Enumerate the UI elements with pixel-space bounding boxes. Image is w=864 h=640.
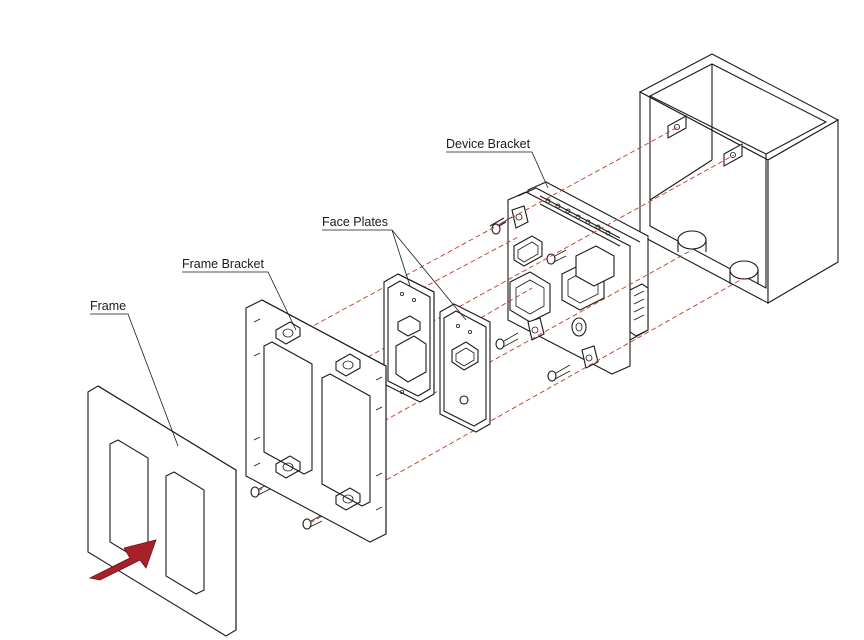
screw-icon [547,364,571,382]
device-bracket-label: Device Bracket [446,137,531,151]
hdmi-port [513,235,543,267]
frame-bracket [245,299,387,543]
device-bracket [507,181,649,375]
face-plates-label: Face Plates [322,215,388,229]
screw-icon [546,249,567,265]
leaders [90,151,549,447]
face-plate-right [439,303,491,433]
screw-icon [489,216,513,235]
pin-header [539,195,621,247]
frame [87,385,237,637]
audio-jack [571,317,587,337]
frame-label: Frame [90,299,126,313]
wall-box [638,53,840,304]
rj45-port [509,271,551,323]
screw-icon [302,514,323,530]
insertion-arrow-icon [88,539,157,581]
screw-icon [495,332,519,350]
frame-bracket-label: Frame Bracket [182,257,264,271]
face-plate-left [383,273,435,403]
